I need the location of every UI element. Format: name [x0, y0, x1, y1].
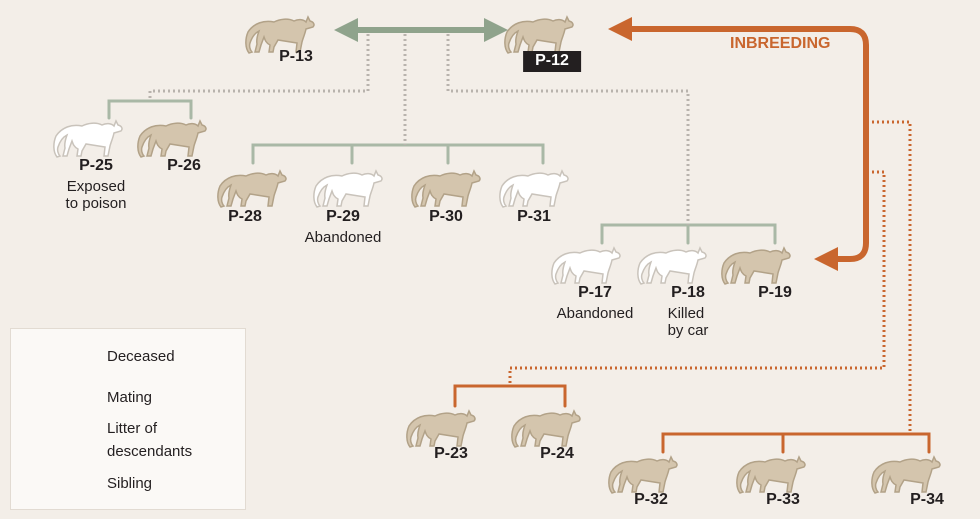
sibling-line-p32-p34: [661, 432, 931, 454]
cat-p19-icon: [721, 247, 791, 285]
label-p30: P-30: [429, 208, 463, 225]
cat-p34-icon: [871, 456, 941, 494]
cat-p25-icon: [53, 120, 123, 158]
label-p26: P-26: [167, 157, 201, 174]
cat-p26-icon: [137, 120, 207, 158]
label-p29: P-29: [326, 208, 360, 225]
label-p13: P-13: [279, 48, 313, 65]
legend-deceased-label: Deceased: [107, 348, 175, 365]
label-p28: P-28: [228, 208, 262, 225]
cat-p30-icon: [411, 170, 481, 208]
cat-p29-icon: [313, 170, 383, 208]
label-p33: P-33: [766, 491, 800, 508]
legend-mating-label: Mating: [107, 389, 153, 406]
litter-line-p32-p34: [872, 120, 912, 434]
label-p18: P-18: [671, 284, 705, 301]
cat-p33-icon: [736, 456, 806, 494]
litter-line-p17-p19: [446, 34, 690, 225]
label-p32: P-32: [634, 491, 668, 508]
litter-line-p25-p26: [148, 34, 370, 101]
label-p34: P-34: [910, 491, 944, 508]
note-p25: Exposed to poison: [65, 178, 127, 212]
cat-p18-icon: [637, 247, 707, 285]
note-p17: Abandoned: [556, 305, 634, 322]
cat-p32-icon: [608, 456, 678, 494]
label-p24: P-24: [540, 445, 574, 462]
mating-arrow: [334, 18, 508, 42]
label-p23: P-23: [434, 445, 468, 462]
sibling-line-p17-p19: [600, 223, 777, 245]
label-p19: P-19: [758, 284, 792, 301]
inbreeding-label: INBREEDING: [730, 35, 831, 52]
cat-p31-icon: [499, 170, 569, 208]
legend-litter-label: Litter of descendants: [107, 420, 193, 460]
sibling-line-p25-p26: [107, 99, 193, 120]
cat-p28-icon: [217, 170, 287, 208]
note-p29: Abandoned: [304, 229, 382, 246]
cat-p23-icon: [406, 410, 476, 448]
litter-lines: [148, 34, 912, 434]
label-p25: P-25: [79, 157, 113, 174]
cat-p24-icon: [511, 410, 581, 448]
label-p17: P-17: [578, 284, 612, 301]
inbreeding-arrow: [608, 17, 869, 271]
cat-p17-icon: [551, 247, 621, 285]
sibling-line-p28-p31: [251, 143, 545, 165]
label-p31: P-31: [517, 208, 551, 225]
sibling-line-p23-p24: [453, 384, 567, 408]
note-p18: Killed by car: [667, 305, 709, 339]
label-p12: P-12: [523, 51, 581, 72]
legend: Deceased Mating Litter of descendants Si…: [10, 328, 246, 510]
legend-sibling-label: Sibling: [107, 475, 153, 492]
cat-p12-icon: [504, 16, 574, 54]
